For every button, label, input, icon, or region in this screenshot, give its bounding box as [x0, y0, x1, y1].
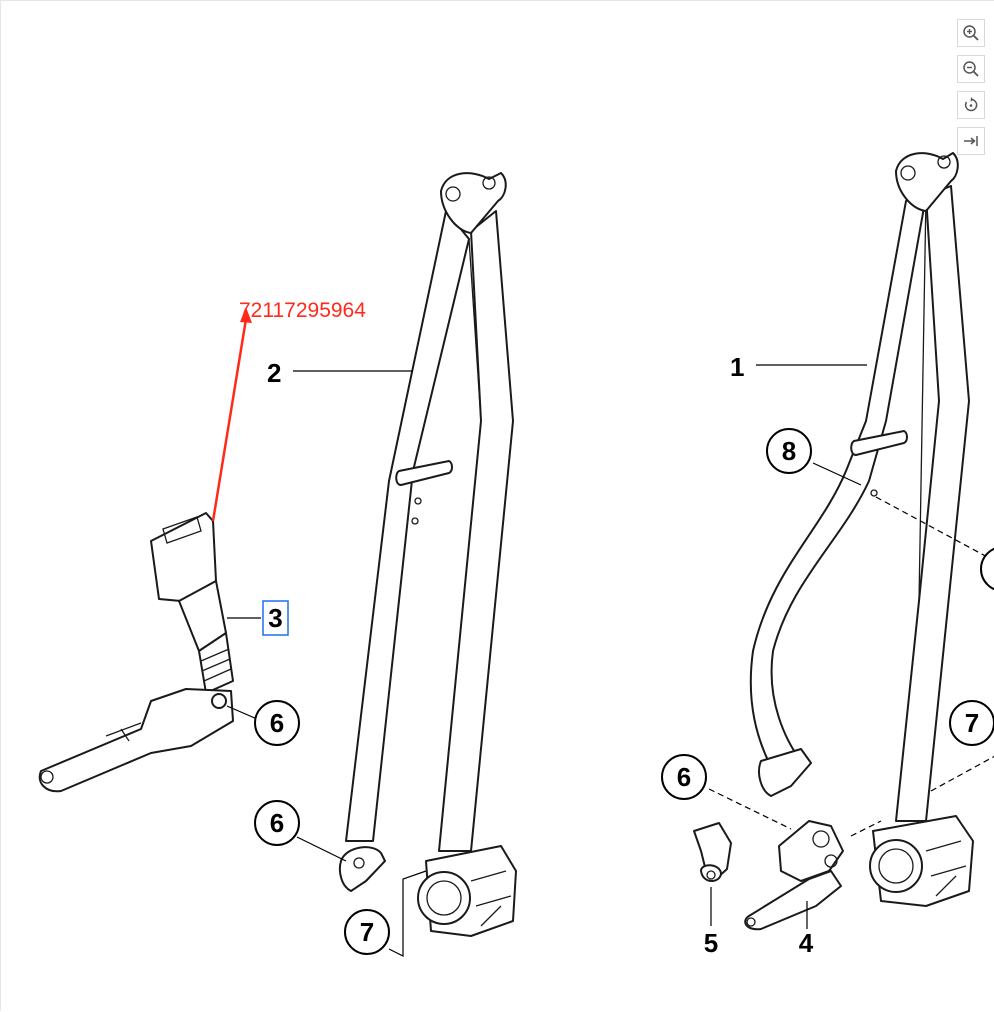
seat-belt-left[interactable] — [338, 172, 517, 937]
callout-circle-retractor-right: 7 — [949, 700, 994, 746]
buckle-right-part-4[interactable] — [744, 820, 844, 931]
fit-button[interactable] — [957, 127, 985, 155]
callout-circle-anchor-left-belt: 6 — [254, 800, 300, 846]
arrow-to-edge-icon — [964, 136, 978, 146]
retractor-left — [417, 845, 517, 937]
lower-anchor-left — [338, 846, 386, 892]
callout-guide: 8 — [782, 436, 796, 466]
callout-anchor-right: 6 — [677, 762, 691, 792]
callout-bracket: 5 — [704, 928, 718, 958]
bracket-part-5[interactable] — [693, 822, 732, 882]
zoom-in-icon — [963, 25, 979, 41]
zoom-out-icon — [963, 61, 979, 77]
callout-buckle-highlight[interactable]: 3 — [262, 600, 289, 636]
zoom-out-button[interactable] — [957, 55, 985, 83]
callout-retractor-right: 7 — [965, 708, 979, 738]
rotate-icon — [964, 97, 978, 112]
upper-anchor-left — [440, 172, 507, 234]
seat-belt-right[interactable] — [749, 152, 974, 907]
retractor-right — [869, 815, 974, 907]
callout-buckle-right: 4 — [799, 928, 814, 958]
callout-belt-left: 2 — [267, 358, 281, 388]
seat-belt-buckle[interactable] — [38, 512, 234, 793]
upper-anchor-right — [895, 152, 959, 212]
callout-buckle: 3 — [268, 603, 282, 633]
annotation-arrow — [211, 307, 252, 522]
zoom-in-button[interactable] — [957, 19, 985, 47]
callout-anchor-left-belt: 6 — [270, 808, 284, 838]
callout-circle-anchor-right: 6 — [661, 754, 707, 800]
callout-anchor-buckle: 6 — [270, 708, 284, 738]
callout-circle-anchor-buckle: 6 — [254, 700, 300, 746]
part-number-annotation: 72117295964 — [239, 299, 366, 322]
callout-circle-offscreen — [980, 547, 994, 591]
callout-circle-retractor-left: 7 — [344, 909, 390, 955]
callout-belt-right: 1 — [730, 352, 744, 382]
callout-retractor-left: 7 — [360, 917, 374, 947]
callout-circle-guide: 8 — [766, 428, 812, 474]
rotate-button[interactable] — [957, 91, 985, 119]
